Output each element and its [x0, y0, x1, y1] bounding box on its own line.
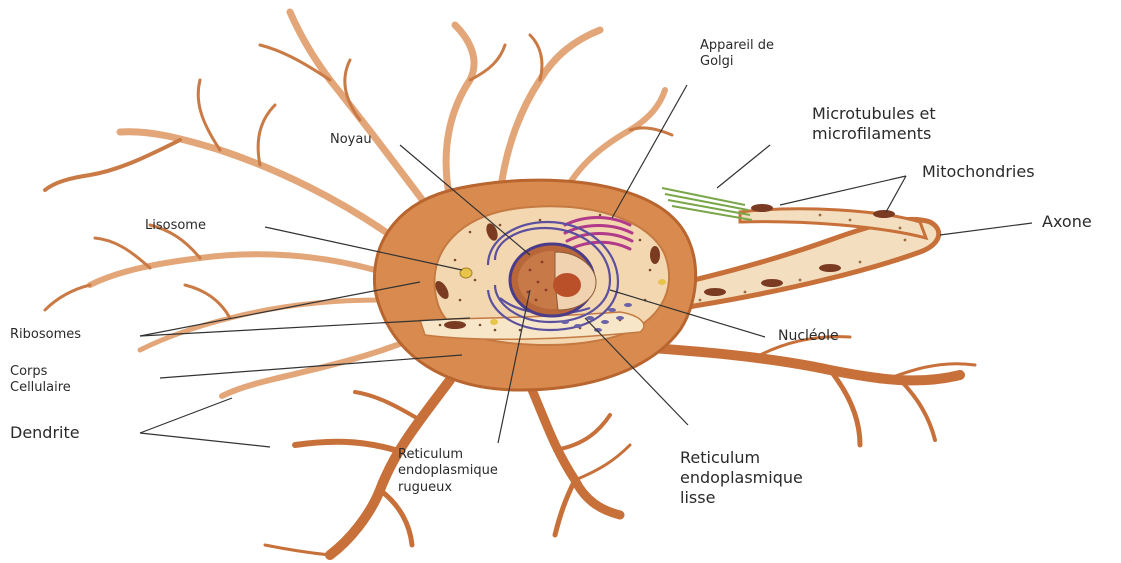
label-golgi: Appareil de Golgi: [700, 38, 774, 71]
label-dendrite: Dendrite: [10, 423, 80, 443]
nucleolus: [553, 273, 581, 297]
label-corps-cellulaire: Corps Cellulaire: [10, 364, 71, 397]
label-nucleole: Nucléole: [778, 328, 839, 346]
label-axone: Axone: [1042, 212, 1092, 232]
label-reticulum-rugueux: Reticulum endoplasmique rugueux: [398, 447, 498, 496]
label-reticulum-lisse: Reticulum endoplasmique lisse: [680, 448, 803, 508]
label-mitochondries: Mitochondries: [922, 162, 1035, 182]
label-lisosome: Lisosome: [145, 218, 206, 234]
label-microtubules: Microtubules et microfilaments: [812, 104, 936, 144]
label-noyau: Noyau: [330, 132, 372, 148]
label-ribosomes: Ribosomes: [10, 327, 81, 343]
nucleus: [510, 244, 596, 316]
